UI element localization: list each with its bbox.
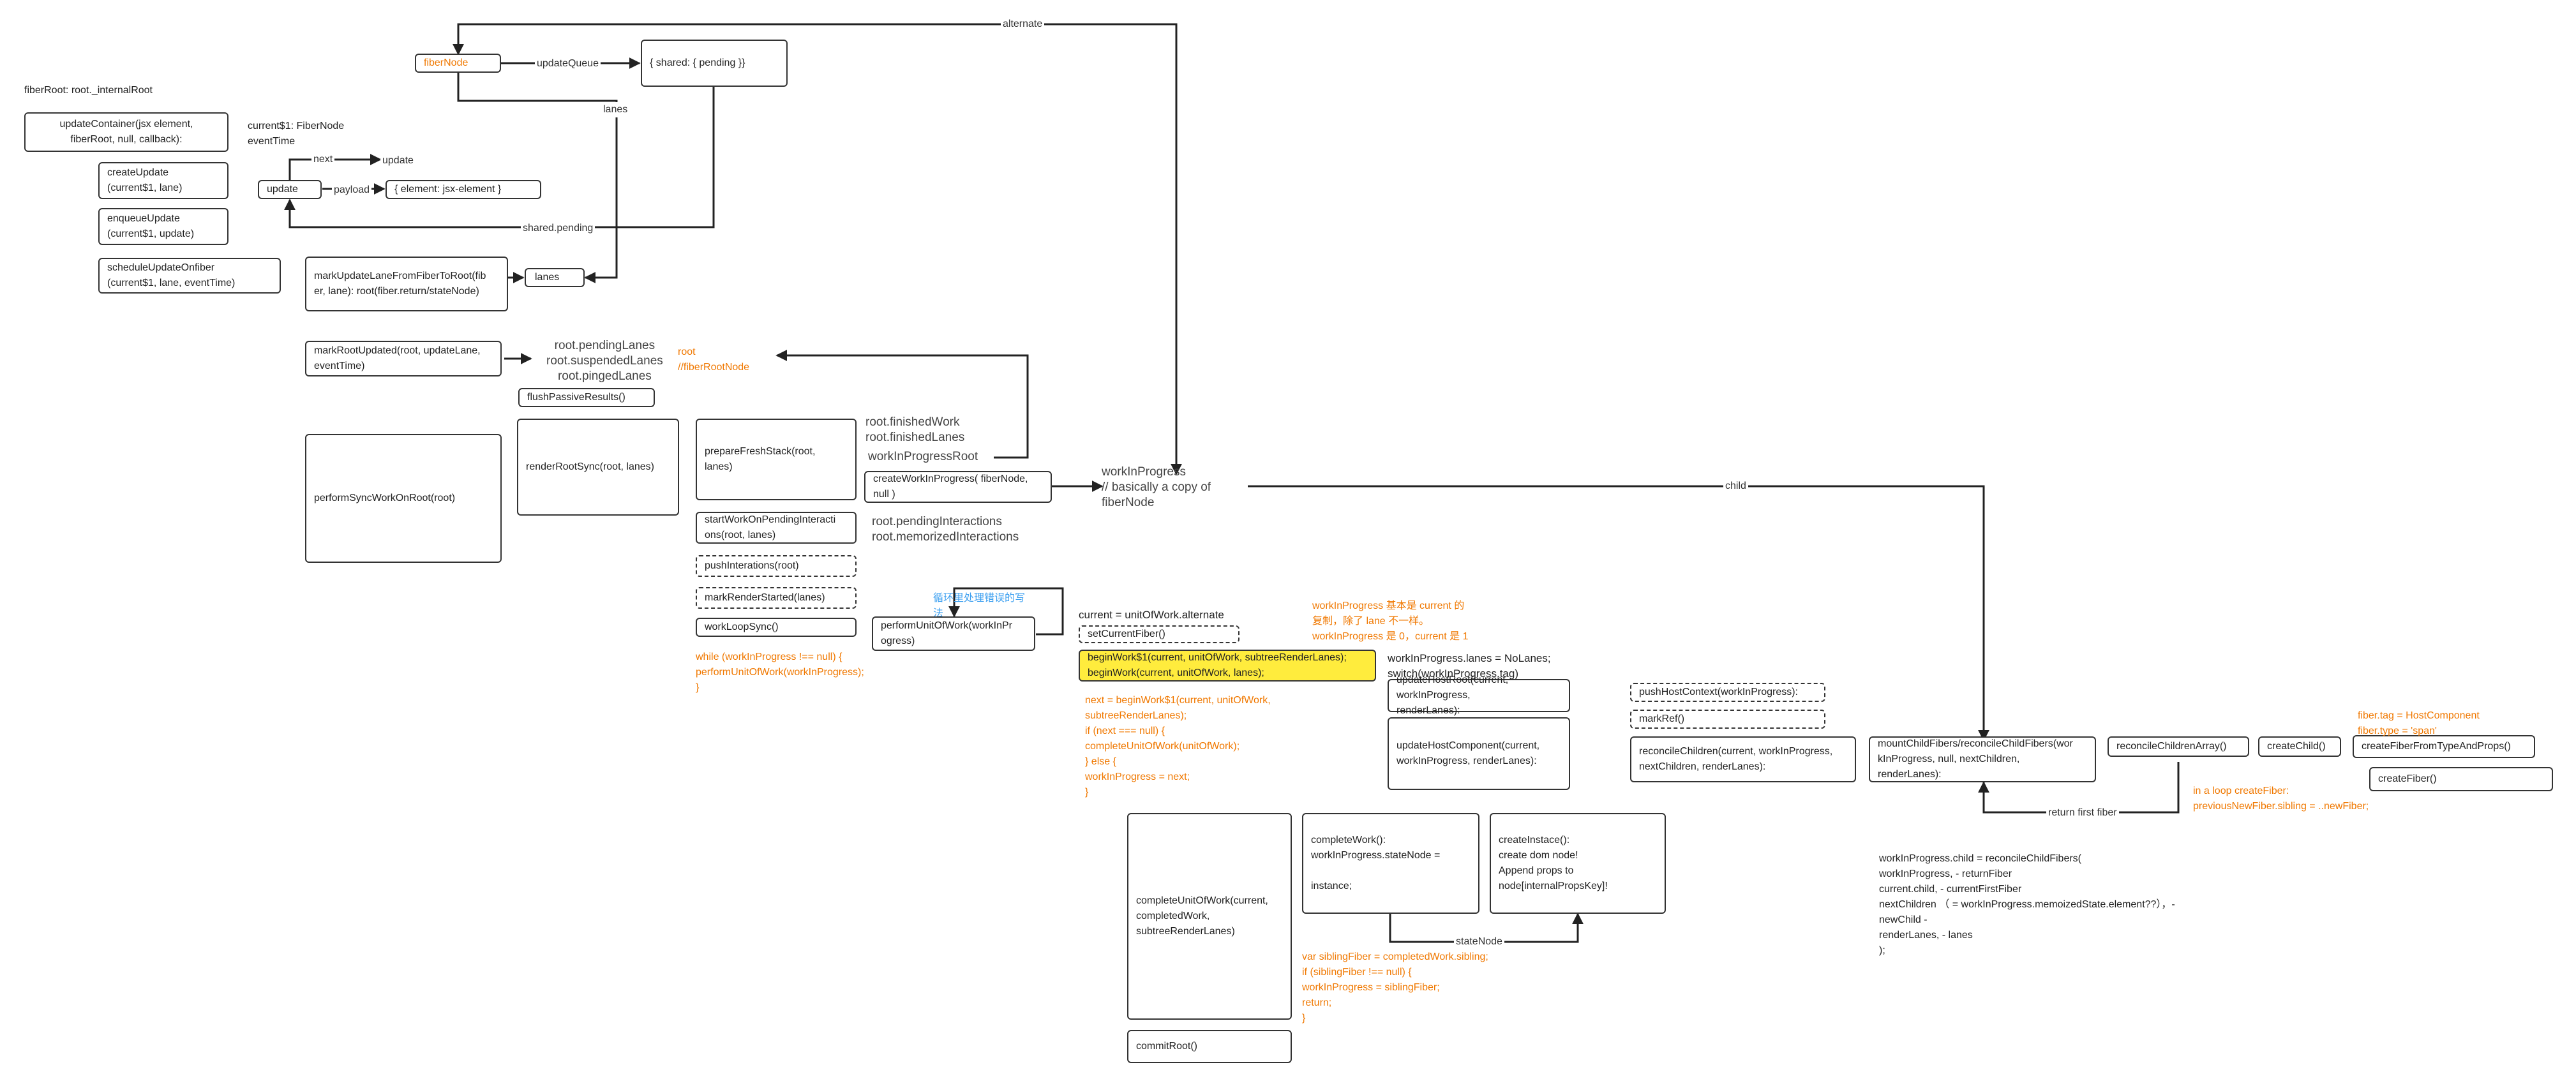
start-work-pending-box[interactable]: startWorkOnPendingInteracti ons(root, la… — [696, 512, 857, 544]
perform-unit-loop — [948, 587, 1064, 636]
schedule-update-box[interactable]: scheduleUpdateOnfiber (current$1, lane, … — [98, 258, 281, 294]
work-loop-sync-box[interactable]: workLoopSync() — [696, 618, 857, 637]
update-host-root-box[interactable]: updateHostRoot(current, workInProgress, … — [1388, 674, 1570, 716]
mark-root-updated-box[interactable]: markRootUpdated(root, updateLane, eventT… — [305, 341, 502, 376]
root-finished-label: root.finishedWork root.finishedLanes — [865, 415, 965, 444]
wip-root-edge — [775, 350, 1029, 459]
root-pending-interactions-label: root.pendingInteractions root.memorizedI… — [872, 515, 1019, 544]
fiber-tag-note: fiber.tag = HostComponent fiber.type = '… — [2358, 710, 2480, 736]
shared-pending-edge — [284, 87, 715, 228]
mark-ref-box[interactable]: markRef() — [1630, 710, 1825, 729]
edge-label-return-first-fiber: return first fiber — [2046, 805, 2119, 821]
edge-label-payload: payload — [332, 183, 372, 198]
edge-label-child: child — [1723, 479, 1748, 494]
edge-label-lanes: lanes — [601, 102, 630, 117]
update-host-component-box[interactable]: updateHostComponent(current, workInProgr… — [1388, 717, 1570, 790]
next-edge — [288, 154, 382, 181]
create-update-box[interactable]: createUpdate (current$1, lane) — [98, 162, 228, 199]
sibling-code: var siblingFiber = completedWork.sibling… — [1302, 951, 1488, 1024]
commit-root-box[interactable]: commitRoot() — [1127, 1030, 1292, 1063]
render-root-sync-box[interactable]: renderRootSync(root, lanes) — [517, 419, 679, 516]
root-fiber-root-node-label: root //fiberRootNode — [678, 347, 750, 373]
wip-lanes-label: workInProgress.lanes = NoLanes; switch(w… — [1388, 652, 1551, 680]
edge-label-next: next — [311, 152, 335, 167]
wip-child-code: workInProgress.child = reconcileChildFib… — [1879, 853, 2175, 956]
update-box[interactable]: update — [258, 180, 322, 199]
prepare-fresh-stack-box[interactable]: prepareFreshStack(root, lanes) — [696, 419, 857, 500]
perform-unit-of-work-box[interactable]: performUnitOfWork(workInPr ogress) — [872, 616, 1035, 651]
create-instance-box[interactable]: createInstace(): create dom node! Append… — [1490, 813, 1666, 914]
update-container-box[interactable]: updateContainer(jsx element, fiberRoot, … — [24, 112, 228, 152]
alternate-edge — [453, 23, 1182, 475]
edge-label-state-node: stateNode — [1454, 934, 1504, 950]
current-fiber-label: current$1: FiberNode eventTime — [248, 121, 345, 147]
in-loop-note: in a loop createFiber: previousNewFiber.… — [2193, 786, 2369, 812]
element-object-box[interactable]: { element: jsx-element } — [386, 180, 541, 199]
enqueue-update-box[interactable]: enqueueUpdate (current$1, update) — [98, 208, 228, 245]
mount-child-fibers-box[interactable]: mountChildFibers/reconcileChildFibers(wo… — [1869, 736, 2096, 782]
push-host-context-box[interactable]: pushHostContext(workInProgress): — [1630, 683, 1825, 702]
fiber-root-label: fiberRoot: root._internalRoot — [24, 85, 153, 96]
set-current-fiber-box[interactable]: setCurrentFiber() — [1079, 625, 1239, 643]
wip-root-label: workInProgressRoot — [868, 450, 978, 463]
child-edge — [1248, 485, 1989, 741]
edge-label-update-queue: updateQueue — [535, 56, 601, 71]
edge-label-update: update — [380, 153, 416, 168]
fiber-node-box[interactable]: fiberNode — [415, 54, 501, 73]
while-loop-code: while (workInProgress !== null) { perfor… — [696, 652, 864, 693]
create-work-in-progress-box[interactable]: createWorkInProgress( fiberNode, null ) — [864, 471, 1052, 503]
complete-unit-of-work-box[interactable]: completeUnitOfWork(current, completedWor… — [1127, 813, 1292, 1020]
mark-update-lane-box[interactable]: markUpdateLaneFromFiberToRoot(fib er, la… — [305, 257, 508, 311]
edge-label-shared-pending: shared.pending — [521, 221, 595, 236]
edge-label-alternate: alternate — [1001, 17, 1045, 32]
lanes-edge — [457, 73, 618, 283]
complete-work-box[interactable]: completeWork(): workInProgress.stateNode… — [1302, 813, 1479, 914]
mark-render-started-box[interactable]: markRenderStarted(lanes) — [696, 587, 857, 609]
reconcile-children-box[interactable]: reconcileChildren(current, workInProgres… — [1630, 736, 1856, 782]
begin-work-box[interactable]: beginWork$1(current, unitOfWork, subtree… — [1079, 650, 1376, 682]
next-code: next = beginWork$1(current, unitOfWork, … — [1085, 695, 1271, 798]
current-alternate-label: current = unitOfWork.alternate — [1079, 609, 1224, 621]
root-pending-lanes-label: root.pendingLanes root.suspendedLanes ro… — [546, 339, 663, 383]
create-fiber-box[interactable]: createFiber() — [2369, 767, 2553, 791]
perform-sync-work-box[interactable]: performSyncWorkOnRoot(root) — [305, 434, 502, 563]
push-interations-box[interactable]: pushInterations(root) — [696, 555, 857, 577]
lanes-box[interactable]: lanes — [525, 268, 585, 287]
chinese-error-note: 循环里处理错误的写 法 — [933, 593, 1026, 619]
flush-passive-box[interactable]: flushPassiveResults() — [518, 388, 655, 407]
create-fiber-from-type-box[interactable]: createFiberFromTypeAndProps() — [2353, 735, 2535, 758]
wip-note: workInProgress 基本是 current 的 复制，除了 lane … — [1312, 600, 1469, 642]
shared-pending-object-box[interactable]: { shared: { pending }} — [641, 40, 788, 87]
reconcile-children-array-box[interactable]: reconcileChildrenArray() — [2108, 736, 2249, 757]
wip-copy-label: workInProgress // basically a copy of fi… — [1102, 465, 1211, 509]
create-child-box[interactable]: createChild() — [2258, 736, 2341, 757]
